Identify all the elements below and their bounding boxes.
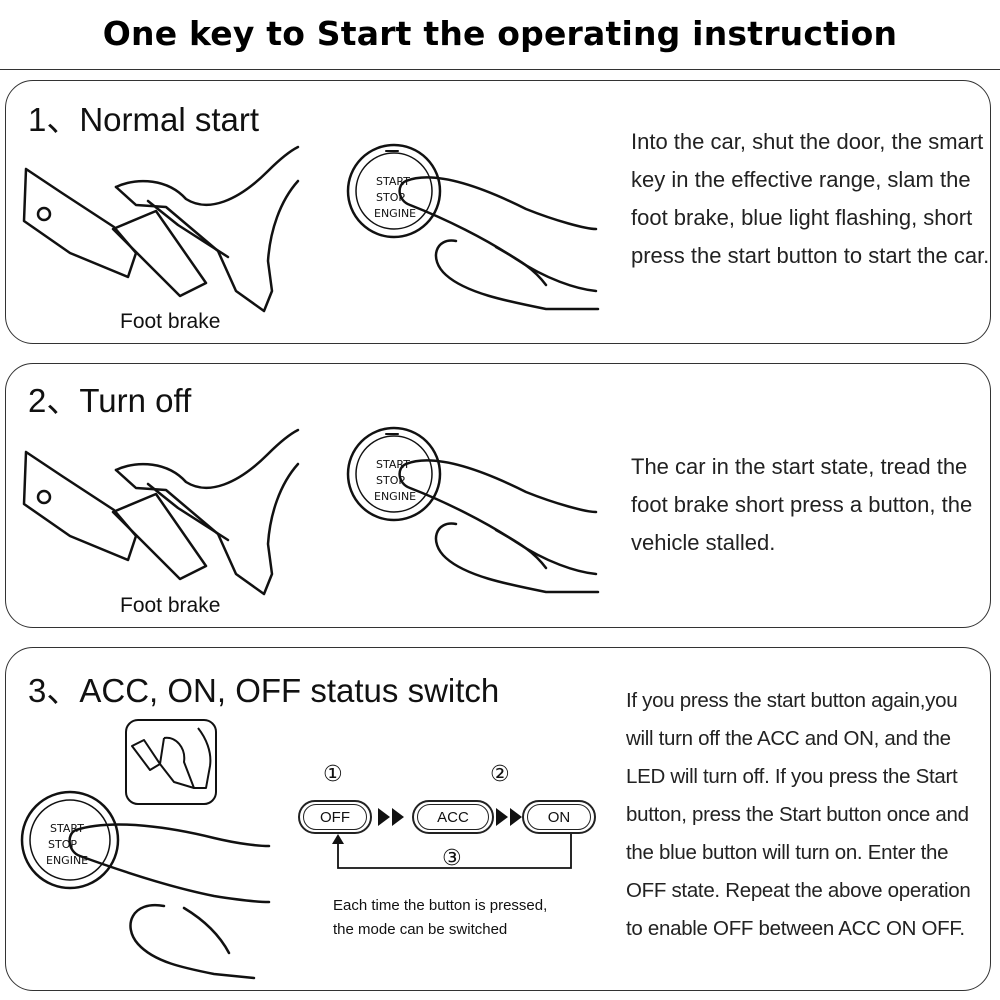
button-text-engine: ENGINE bbox=[46, 854, 88, 867]
page-title: One key to Start the operating instructi… bbox=[102, 14, 898, 53]
section-heading: 2、Turn off bbox=[28, 382, 192, 419]
button-text-start: START bbox=[50, 822, 84, 835]
state-off-label: OFF bbox=[303, 804, 367, 830]
button-text-start: START bbox=[376, 175, 410, 188]
return-arrow bbox=[332, 834, 572, 869]
start-button-press-illustration: START STOP ENGINE bbox=[346, 426, 600, 594]
button-text-start: START bbox=[376, 458, 410, 471]
button-text-stop: STOP bbox=[376, 474, 405, 487]
section-description: If you press the start button again,you … bbox=[626, 689, 971, 940]
button-text-stop: STOP bbox=[376, 191, 405, 204]
button-text-engine: ENGINE bbox=[374, 207, 416, 220]
button-text-stop: STOP bbox=[48, 838, 77, 851]
section-heading: 3、ACC, ON, OFF status switch bbox=[28, 672, 500, 709]
button-text-engine: ENGINE bbox=[374, 490, 416, 503]
state-off-pill: OFF bbox=[298, 800, 372, 834]
state-on-label: ON bbox=[527, 804, 591, 830]
section-description: The car in the start state, tread the fo… bbox=[631, 454, 973, 555]
step-number-2: ② bbox=[490, 762, 510, 787]
foot-brake-illustration bbox=[22, 145, 300, 313]
double-arrow-icon bbox=[378, 808, 404, 826]
state-acc-label: ACC bbox=[417, 804, 489, 830]
section-status-switch: 3、ACC, ON, OFF status switch START STOP … bbox=[5, 647, 991, 991]
start-button-press-illustration: START STOP ENGINE bbox=[346, 143, 600, 311]
foot-brake-illustration bbox=[22, 428, 300, 596]
switch-note: Each time the button is pressed, the mod… bbox=[333, 894, 593, 942]
state-on-pill: ON bbox=[522, 800, 596, 834]
section-heading: 1、Normal start bbox=[28, 101, 260, 138]
section-turn-off: 2、Turn off START STOP ENGINE Foot brake … bbox=[5, 363, 991, 628]
switch-note-line2: the mode can be switched bbox=[333, 921, 508, 938]
state-acc-pill: ACC bbox=[412, 800, 494, 834]
step-number-3: ③ bbox=[442, 846, 462, 871]
step-number-1: ① bbox=[323, 762, 343, 787]
foot-brake-caption: Foot brake bbox=[120, 310, 221, 333]
double-arrow-icon bbox=[496, 808, 522, 826]
foot-brake-caption: Foot brake bbox=[120, 594, 221, 617]
start-button-press-illustration: START STOP ENGINE bbox=[20, 790, 271, 980]
foot-pedal-inset-icon bbox=[125, 719, 217, 805]
section-normal-start: 1、Normal start START STOP ENGINE Foot br… bbox=[5, 80, 991, 344]
switch-note-line1: Each time the button is pressed, bbox=[333, 897, 548, 914]
title-divider bbox=[0, 69, 1000, 70]
section-description: Into the car, shut the door, the smart k… bbox=[631, 129, 990, 268]
